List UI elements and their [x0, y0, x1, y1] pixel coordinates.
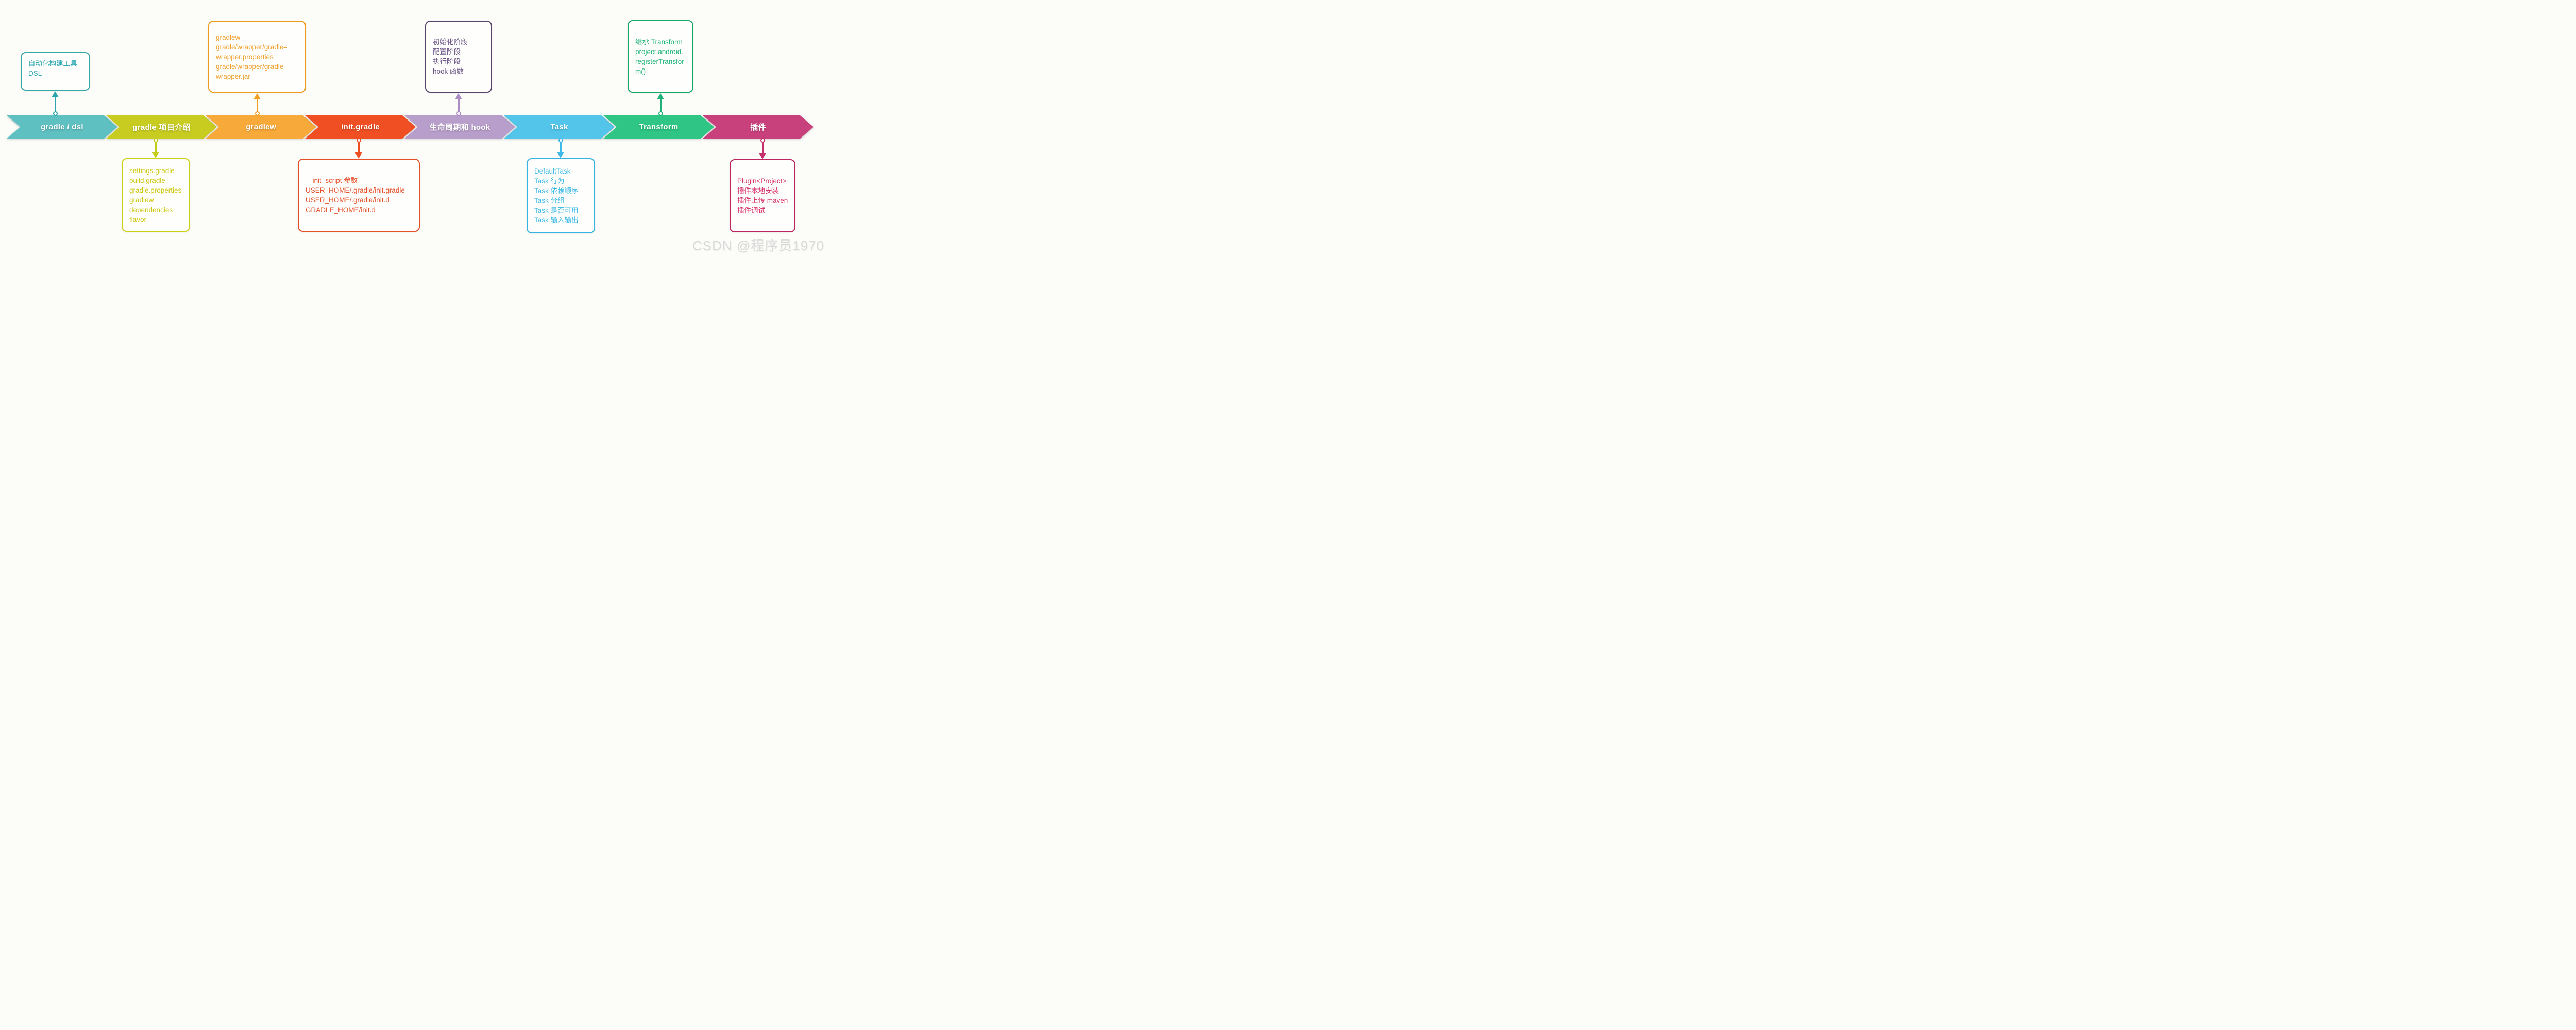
note-line: project.android. [635, 47, 684, 56]
note-line: 插件本地安装 [737, 187, 779, 195]
note-line: —init–script 参数 [306, 177, 358, 184]
chevron-label: Task [550, 123, 568, 131]
arrowhead-up-icon [52, 91, 59, 97]
note-line: wrapper.jar [216, 72, 250, 80]
connector-ring-icon [255, 111, 260, 116]
arrowhead-up-icon [657, 93, 664, 99]
connector-arrow-up [657, 93, 664, 116]
chevron-gradlew: gradlew [206, 115, 316, 139]
note-line: gradle/wrapper/gradle– [216, 62, 287, 71]
gradle-roadmap-diagram: gradle / dsl 自动化构建工具 DSL gradle 项目介绍 set… [0, 0, 829, 258]
arrowhead-down-icon [355, 152, 362, 159]
notebox-gradle-project: settings.gradle build.gradle gradle.prop… [122, 158, 190, 232]
notebox-init-gradle: —init–script 参数 USER_HOME/.gradle/init.g… [298, 159, 420, 232]
note-line: DSL [28, 70, 42, 77]
arrowhead-up-icon [253, 93, 261, 99]
connector-arrow-down [355, 138, 362, 159]
chevron-label: init.gradle [341, 123, 380, 131]
note-line: Task 输入输出 [534, 216, 579, 224]
chevron-gradle-project: gradle 项目介绍 [106, 115, 217, 139]
note-line: m() [635, 67, 646, 75]
chevron-label: gradle / dsl [41, 123, 83, 131]
connector-ring-icon [53, 111, 58, 116]
chevron-transform: Transform [603, 115, 714, 139]
note-line: 执行阶段 [433, 58, 461, 65]
connector-arrow-down [152, 138, 159, 158]
chevron-init-gradle: init.gradle [305, 115, 416, 139]
arrowhead-down-icon [759, 153, 766, 159]
connector-arrow-up [455, 93, 462, 116]
note-line: gradlew [129, 196, 154, 204]
arrowhead-down-icon [557, 152, 564, 158]
notebox-task: DefaultTask Task 行为 Task 依赖顺序 Task 分组 Ta… [527, 158, 595, 233]
notebox-gradlew: gradlew gradle/wrapper/gradle– wrapper.p… [208, 21, 306, 93]
chevron-gradle-dsl: gradle / dsl [7, 115, 117, 139]
chevron-label: gradle 项目介绍 [132, 123, 191, 132]
chevron-lifecycle-hook: 生命周期和 hook [404, 115, 515, 139]
note-line: Plugin<Project> [737, 177, 787, 185]
note-line: gradle.properties [129, 186, 182, 194]
note-line: 初始化阶段 [433, 38, 468, 46]
note-line: gradlew [216, 33, 241, 41]
note-line: Task 依赖顺序 [534, 187, 579, 195]
note-line: settings.gradle [129, 166, 175, 175]
chevron-plugin: 插件 [703, 115, 814, 139]
chevron-label: 插件 [750, 123, 766, 132]
chevron-label: gradlew [246, 123, 276, 131]
note-line: 插件调试 [737, 207, 765, 214]
note-line: DefaultTask [534, 167, 571, 175]
connector-arrow-up [253, 93, 261, 116]
note-line: Task 分组 [534, 197, 565, 204]
notebox-gradle-dsl: 自动化构建工具 DSL [21, 52, 90, 91]
chevron-label: 生命周期和 hook [429, 123, 490, 132]
connector-arrow-up [52, 91, 59, 116]
notebox-transform: 继承 Transform project.android. registerTr… [628, 20, 693, 93]
arrowhead-up-icon [455, 93, 462, 99]
note-line: 自动化构建工具 [28, 60, 77, 67]
note-line: USER_HOME/.gradle/init.gradle [306, 186, 405, 194]
notebox-plugin: Plugin<Project> 插件本地安装 插件上传 maven 插件调试 [730, 159, 795, 232]
connector-ring-icon [658, 111, 663, 116]
note-line: gradle/wrapper/gradle– [216, 43, 287, 51]
connector-arrow-down [557, 138, 564, 158]
csdn-watermark: CSDN @程序员1970 [692, 238, 824, 253]
note-line: Task 是否可用 [534, 207, 579, 214]
note-line: GRADLE_HOME/init.d [306, 206, 376, 214]
note-line: hook 函数 [433, 67, 464, 75]
notebox-lifecycle-hook: 初始化阶段 配置阶段 执行阶段 hook 函数 [425, 21, 492, 93]
connector-ring-icon [456, 111, 461, 116]
note-line: dependencies [129, 205, 173, 214]
note-line: 配置阶段 [433, 48, 461, 56]
note-line: registerTransfor [635, 57, 684, 65]
arrowhead-down-icon [152, 152, 159, 158]
connector-arrow-down [759, 138, 766, 159]
note-line: Task 行为 [534, 177, 565, 185]
note-line: 继承 Transform [635, 38, 683, 46]
chevron-task: Task [504, 115, 615, 139]
chevron-label: Transform [639, 123, 679, 131]
note-line: USER_HOME/.gradle/init.d [306, 196, 389, 204]
note-line: flavor [129, 215, 147, 224]
note-line: wrapper.properties [216, 53, 274, 61]
note-line: 插件上传 maven [737, 197, 788, 204]
note-line: build.gradle [129, 176, 165, 184]
